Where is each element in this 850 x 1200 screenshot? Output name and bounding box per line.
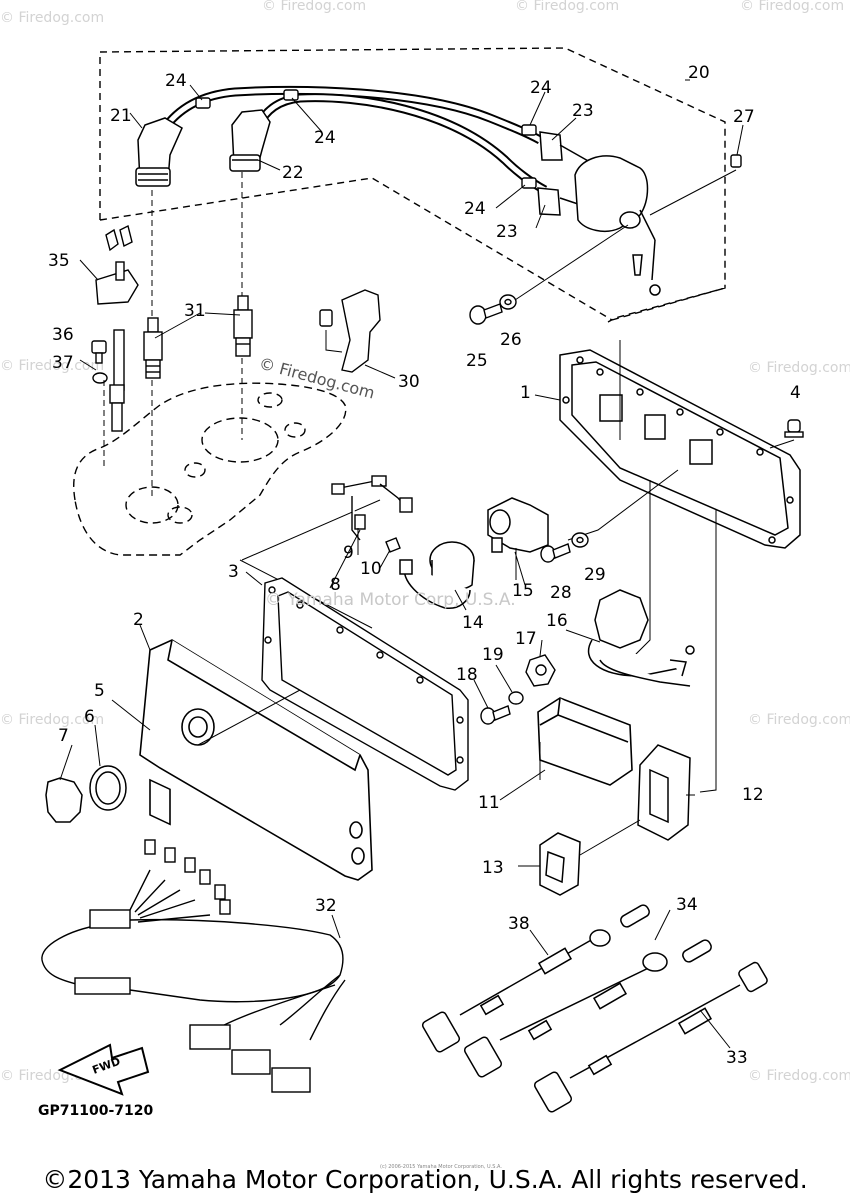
leader-lines (59, 79, 744, 1049)
part-label-6: 6 (84, 707, 95, 727)
corner-watermark: © Firedog.com (262, 0, 366, 14)
main-switch-15 (487, 497, 549, 553)
part-label-5: 5 (94, 681, 105, 701)
sensor-leads-33-34-38 (421, 904, 768, 1113)
bracket-12 (637, 744, 691, 841)
bracket-30 (319, 289, 381, 373)
part-label-2: 2 (133, 610, 144, 630)
washer-29 (571, 532, 589, 548)
part-label-29: 29 (584, 565, 606, 585)
spark-plug-cap-21 (135, 117, 183, 187)
part-label-18: 18 (456, 665, 478, 685)
protector-13 (539, 832, 581, 896)
yamaha-watermark: © Yamaha Motor Corp, U.S.A. (265, 590, 516, 610)
part-label-12: 12 (742, 785, 764, 805)
copyright-footer: ©2013 Yamaha Motor Corporation, U.S.A. A… (42, 1165, 808, 1194)
bracket-10 (385, 537, 401, 553)
cover-2 (139, 639, 373, 881)
part-label-15: 15 (512, 581, 534, 601)
cord-clamps-24 (195, 89, 537, 189)
part-label-20: 20 (688, 63, 710, 83)
corner-watermark: © Firedog.com (740, 0, 844, 14)
part-label-23: 23 (496, 222, 518, 242)
washer-26 (499, 294, 517, 310)
part-label-23: 23 (572, 101, 594, 121)
cap-7 (45, 777, 83, 823)
part-label-32: 32 (315, 896, 337, 916)
part-label-10: 10 (360, 559, 382, 579)
grommet-6 (89, 765, 127, 811)
part-label-37: 37 (52, 353, 74, 373)
bolt-4 (784, 419, 804, 438)
part-label-30: 30 (398, 372, 420, 392)
part-label-14: 14 (462, 613, 484, 633)
part-label-17: 17 (515, 629, 537, 649)
corner-watermarks: © Firedog.com © Firedog.com © Firedog.co… (0, 0, 850, 1084)
part-label-34: 34 (676, 895, 698, 915)
bolt-28 (540, 543, 571, 563)
part-label-8: 8 (330, 575, 341, 595)
part-label-27: 27 (733, 107, 755, 127)
spark-plugs-31 (143, 295, 253, 379)
part-label-3: 3 (228, 562, 239, 582)
part-label-1: 1 (520, 383, 531, 403)
part-label-24: 24 (314, 128, 336, 148)
part-label-38: 38 (508, 914, 530, 934)
pulser-coil-16 (587, 589, 695, 687)
part-label-36: 36 (52, 325, 74, 345)
bolt-18 (480, 705, 511, 725)
part-label-24: 24 (530, 78, 552, 98)
coil-assembly-outline (99, 47, 726, 323)
part-label-28: 28 (550, 583, 572, 603)
washer-37 (92, 372, 108, 384)
wire-harness-8 (331, 475, 413, 541)
part-label-33: 33 (726, 1048, 748, 1068)
washer-19 (508, 691, 524, 705)
corner-watermark: © Firedog.com (748, 1068, 850, 1084)
part-label-35: 35 (48, 251, 70, 271)
electrical-bracket-1 (559, 349, 801, 549)
part-label-24: 24 (464, 199, 486, 219)
part-label-11: 11 (478, 793, 500, 813)
coil-bolt-25 (469, 303, 503, 325)
plug-center-lines (151, 172, 243, 500)
spark-plug-cap-22 (229, 109, 271, 172)
corner-watermark: © Firedog.com (0, 10, 104, 26)
corner-watermark: © Firedog.com (0, 712, 104, 728)
part-label-26: 26 (500, 330, 522, 350)
fwd-arrow-icon: FWD (57, 1043, 150, 1096)
starter-relay-14 (399, 541, 475, 609)
corner-watermark: © Firedog.com (748, 712, 850, 728)
part-numbers: 20 24 21 24 22 24 23 24 23 27 35 31 36 3… (48, 63, 801, 1068)
corner-watermark: © Firedog.com (748, 360, 850, 376)
tiny-copyright: (c) 2006-2015 Yamaha Motor Corporation, … (380, 1164, 502, 1170)
drawing-code: GP71100-7120 (38, 1103, 154, 1119)
cylinder-head (73, 382, 347, 556)
ignition-coil (537, 131, 661, 296)
part-label-7: 7 (58, 726, 69, 746)
part-label-21: 21 (110, 106, 132, 126)
gasket-3 (261, 577, 469, 791)
part-label-19: 19 (482, 645, 504, 665)
part-label-31: 31 (184, 301, 206, 321)
part-label-16: 16 (546, 611, 568, 631)
high-tension-cord (156, 85, 548, 194)
clamp-17 (525, 654, 556, 687)
part-label-13: 13 (482, 858, 504, 878)
part-label-22: 22 (282, 163, 304, 183)
corner-watermark: © Firedog.com (515, 0, 619, 14)
wire-harness-32 (41, 839, 346, 1093)
cap-27 (730, 154, 742, 168)
part-label-24: 24 (165, 71, 187, 91)
part-label-9: 9 (343, 543, 354, 563)
part-label-4: 4 (790, 383, 801, 403)
bolt-36 (91, 340, 107, 364)
part-label-25: 25 (466, 351, 488, 371)
corner-watermark: © Firedog.com (0, 358, 104, 374)
sensor-35 (95, 224, 139, 432)
cdi-unit-11 (537, 697, 633, 786)
